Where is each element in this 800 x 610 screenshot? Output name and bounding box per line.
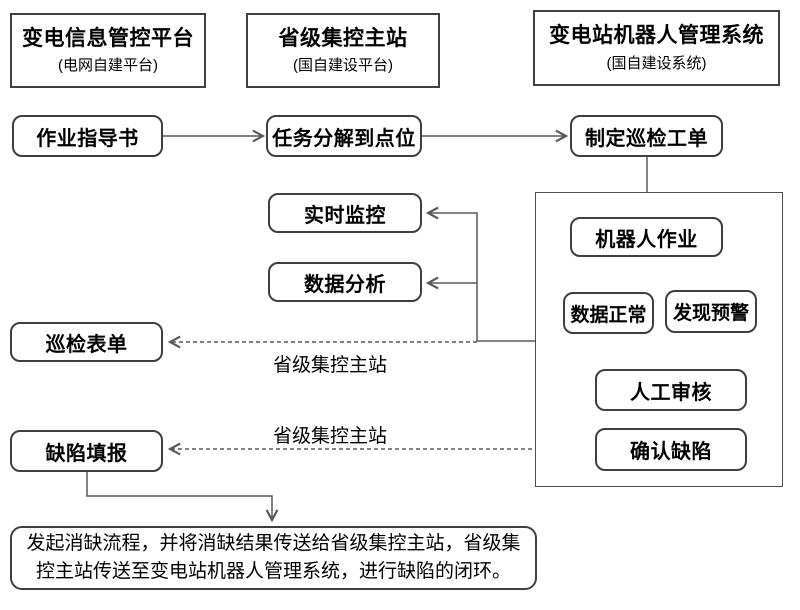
node-inspection-form: 巡检表单 [10,322,163,362]
node-data-analysis: 数据分析 [268,262,422,302]
node-robot-operation: 机器人作业 [570,217,723,257]
node-alert-found: 发现预警 [665,290,757,333]
node-defect-report: 缺陷填报 [10,430,163,472]
edge-label-provincial-station-1: 省级集控主站 [272,355,387,376]
header-title: 省级集控主站 [278,26,408,50]
node-create-work-order: 制定巡检工单 [570,115,723,157]
header-subtitle: (国自建设系统) [606,54,707,72]
node-task-decompose: 任务分解到点位 [266,115,422,157]
edge-label-provincial-station-2: 省级集控主站 [272,426,387,447]
node-work-guide: 作业指导书 [12,115,163,157]
footer-note: 发起消缺流程，并将消缺结果传送给省级集控主站，省级集 控主站传送至变电站机器人管… [10,526,537,590]
header-robot-management-system: 变电站机器人管理系统 (国自建设系统) [533,10,780,86]
node-data-normal: 数据正常 [563,292,654,334]
header-title: 变电信息管控平台 [22,26,194,50]
header-provincial-master-station: 省级集控主站 (国自建设平台) [246,13,440,88]
header-subtitle: (电网自建平台) [58,57,158,75]
node-realtime-monitor: 实时监控 [268,193,422,233]
node-manual-review: 人工审核 [595,369,747,411]
node-confirm-defect: 确认缺陷 [595,428,747,471]
header-grid-platform: 变电信息管控平台 (电网自建平台) [10,13,206,88]
footer-note-line-2: 控主站传送至变电站机器人管理系统，进行缺陷的闭环。 [35,561,511,582]
header-subtitle: (国自建设平台) [293,57,393,75]
footer-note-line-1: 发起消缺流程，并将消缺结果传送给省级集控主站，省级集 [26,533,521,554]
header-title: 变电站机器人管理系统 [549,24,764,48]
